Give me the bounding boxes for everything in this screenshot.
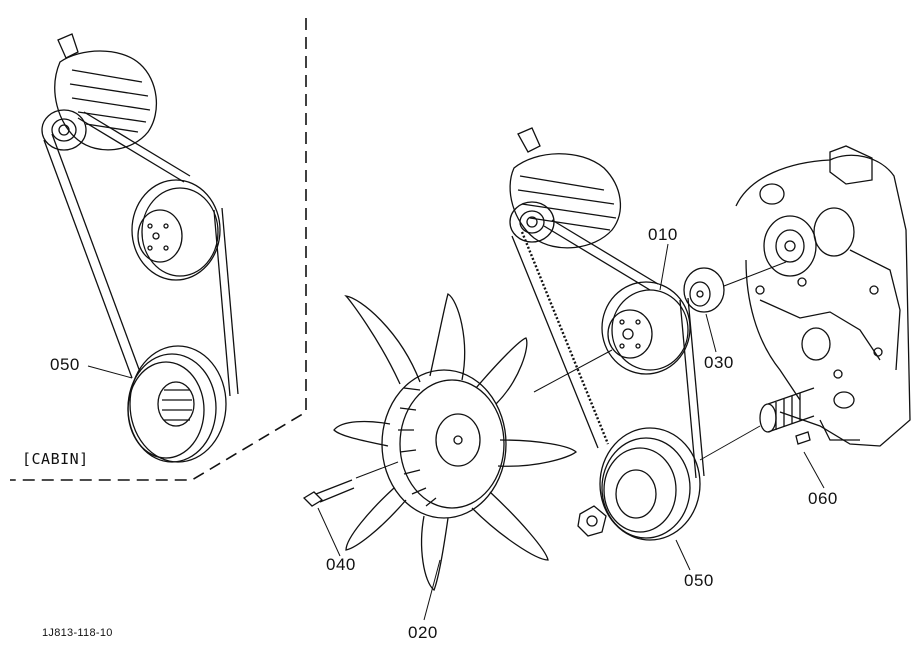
alternator-main <box>509 127 622 249</box>
cabin-label: [CABIN] <box>22 450 89 468</box>
spacer <box>683 261 787 313</box>
engine-block <box>735 145 911 447</box>
cooling-fan <box>333 293 577 592</box>
crank-pulley <box>599 427 701 541</box>
water-pump-pulley <box>601 281 691 375</box>
callout-030: 030 <box>704 353 734 372</box>
callout-020: 020 <box>408 623 438 642</box>
leader-line-050-cabin <box>87 365 133 379</box>
leader-line-040 <box>317 507 341 557</box>
crank-pulley-cabin <box>127 345 227 463</box>
water-pump-pulley-cabin <box>131 179 221 281</box>
main-assembly <box>302 127 911 621</box>
callout-050-cabin: 050 <box>50 355 80 374</box>
callout-060: 060 <box>808 489 838 508</box>
leader-line-060 <box>803 451 825 489</box>
leader-line-010 <box>659 243 669 291</box>
leader-line-020 <box>423 559 441 621</box>
belt-cabin <box>43 111 239 397</box>
drawing-code: 1J813-118-10 <box>42 627 113 639</box>
callout-050: 050 <box>684 571 714 590</box>
belt-main <box>511 219 705 479</box>
leader-line-050 <box>675 539 691 571</box>
crank-nut <box>577 505 607 537</box>
fan-axis-line <box>533 349 613 393</box>
fan-bolt <box>302 461 399 507</box>
key <box>795 431 811 445</box>
callout-010: 010 <box>648 225 678 244</box>
callout-040: 040 <box>326 555 356 574</box>
cabin-inset <box>10 18 307 481</box>
crankshaft-end <box>699 387 815 461</box>
leader-line-030 <box>705 313 717 353</box>
alternator-cabin <box>41 33 158 151</box>
cabin-divider-line <box>10 18 307 481</box>
